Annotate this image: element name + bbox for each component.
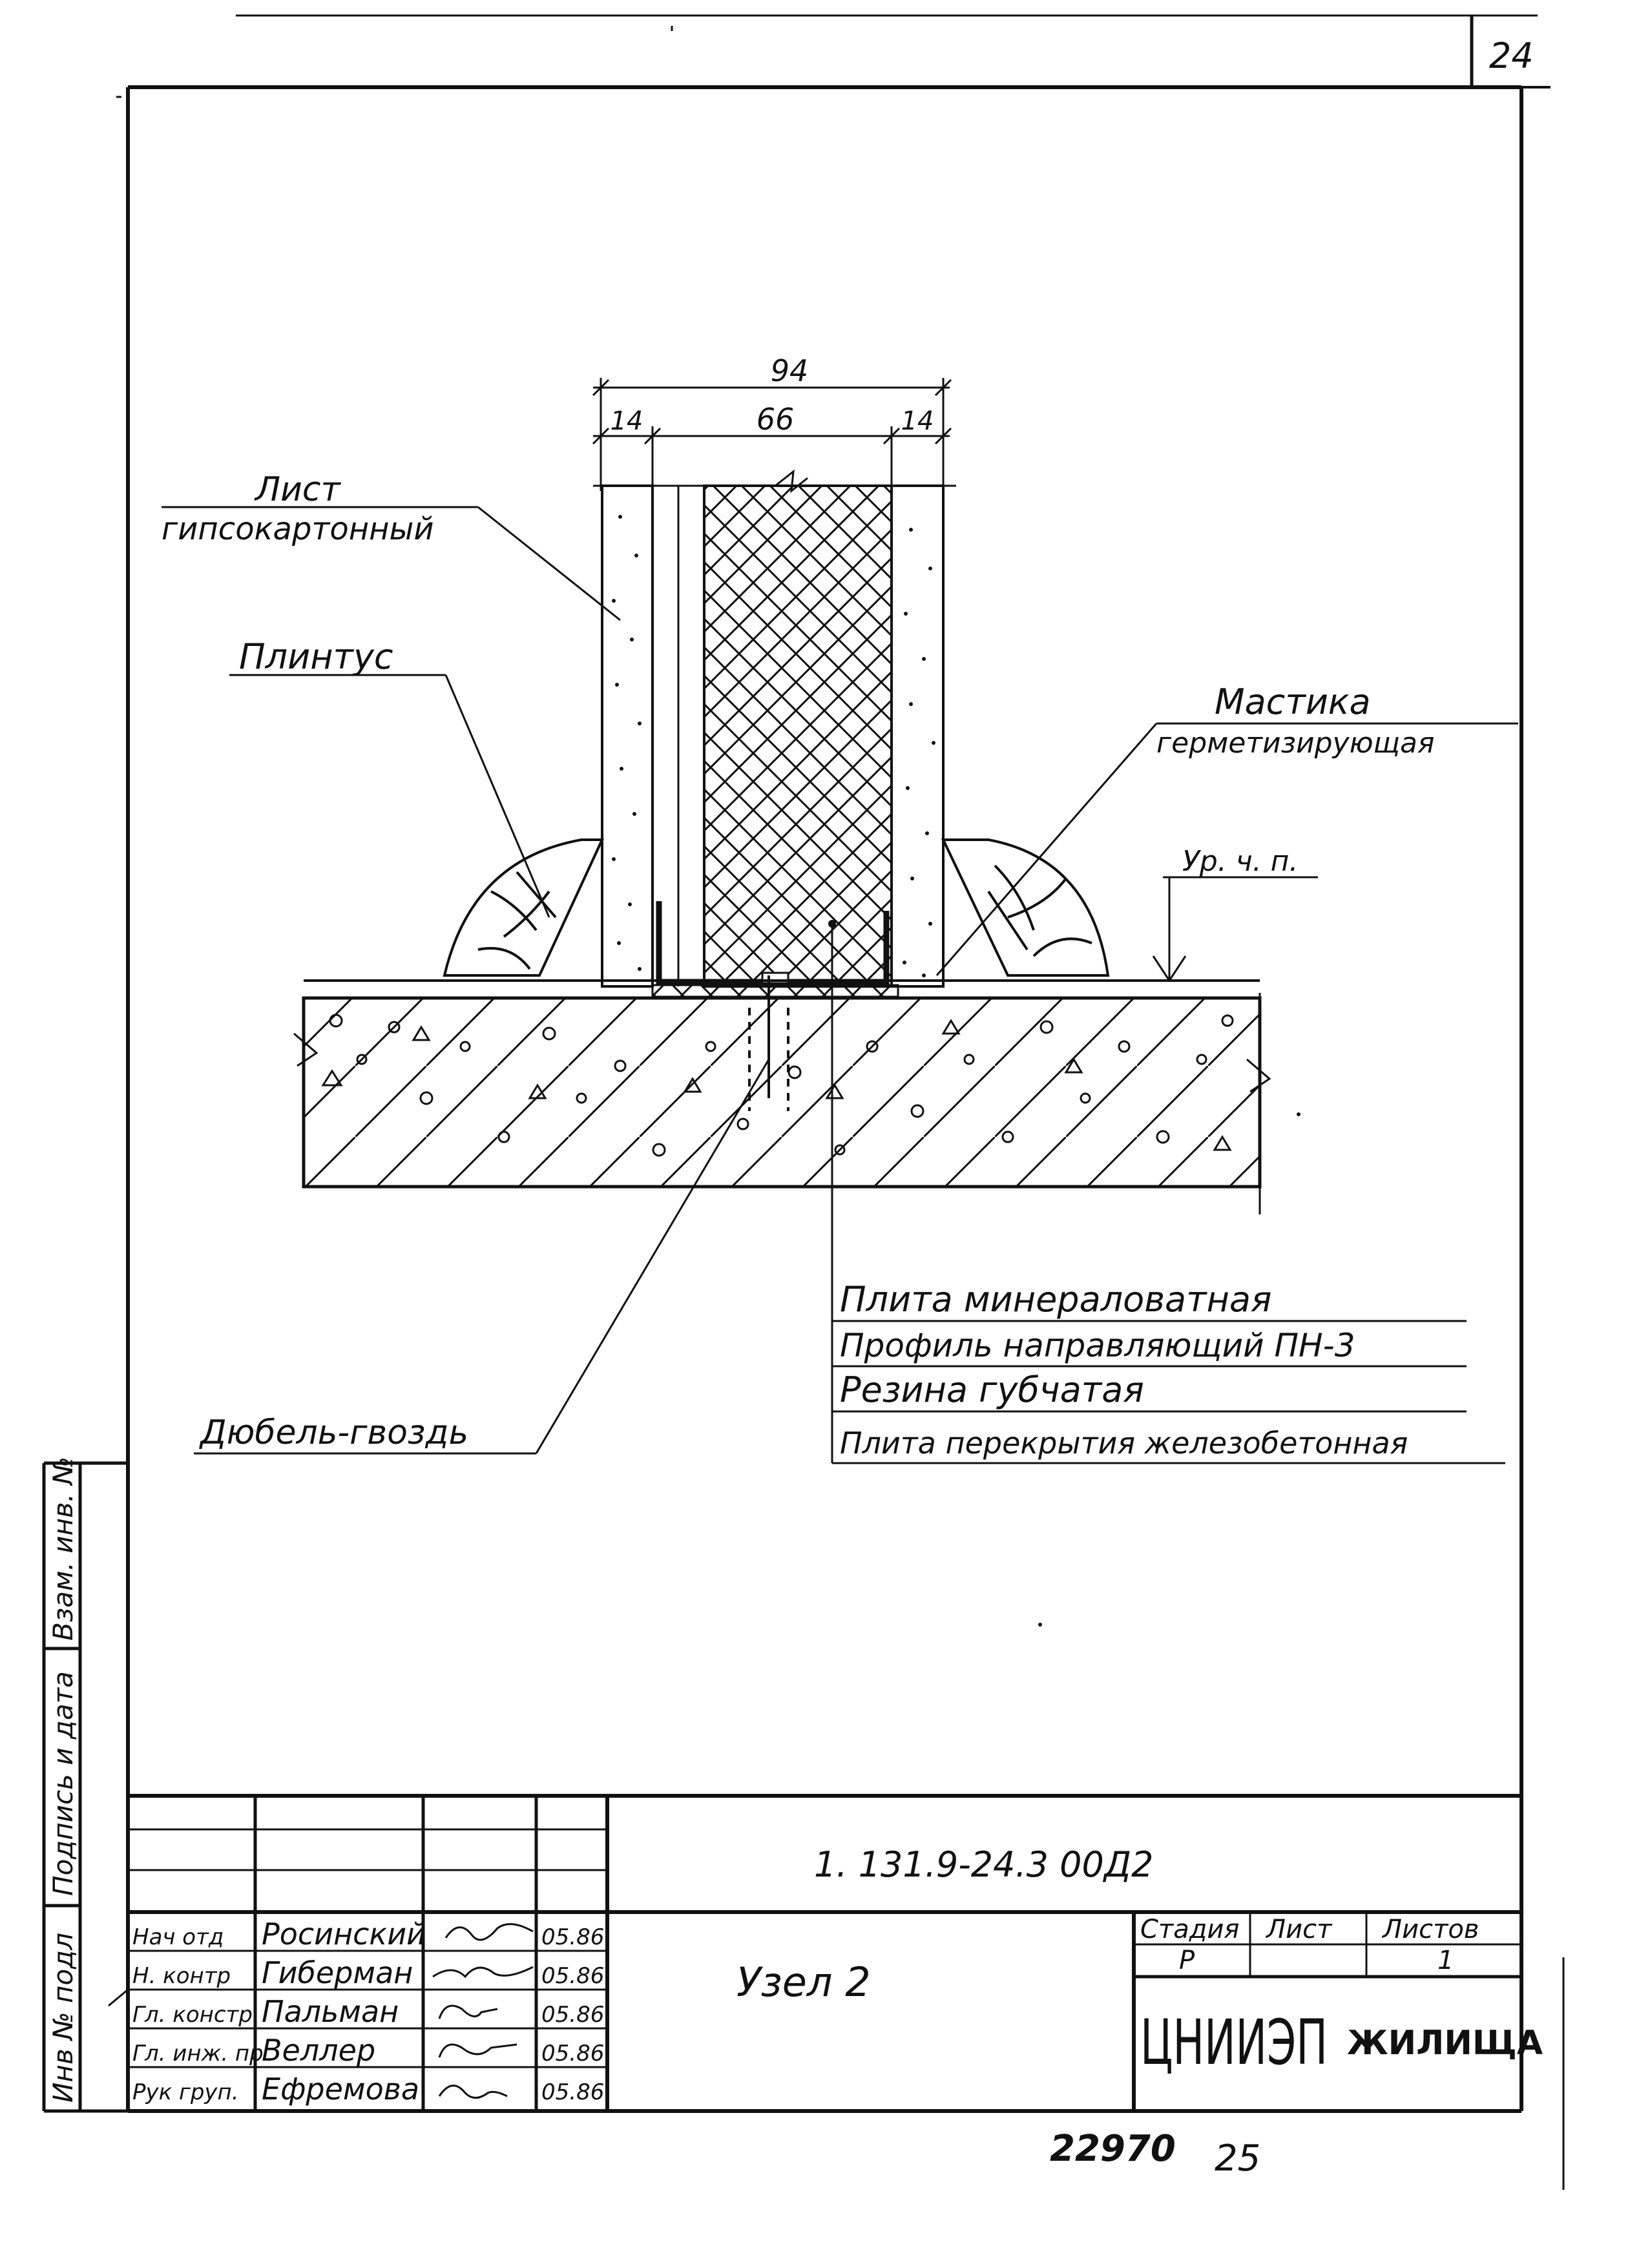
signatures (432, 1923, 534, 2099)
staff-name: Пальман (262, 1994, 399, 2029)
callout-floor-slab: Плита перекрытия железобетонная (840, 1426, 1408, 1461)
title-block (128, 1794, 1521, 2111)
dim-total: 94 (771, 353, 809, 388)
staff-name: Ефремова (262, 2072, 419, 2107)
plinth-left (443, 838, 605, 977)
side-stamp-signature: Подпись и дата (47, 1671, 79, 1896)
sheets-value: 1 (1437, 1946, 1454, 1975)
callout-gypsum-1: Лист (254, 470, 341, 509)
sheet-number: 24 (1489, 36, 1534, 76)
sheet-header: Лист (1265, 1915, 1333, 1944)
staff-name: Гиберман (262, 1955, 413, 1990)
footer-page: 25 (1215, 2138, 1260, 2180)
gypsum-board-right (890, 484, 945, 988)
plinth-right (941, 838, 1110, 977)
mineral-wool-slab (703, 484, 893, 988)
sheet-frame (126, 14, 1565, 2190)
staff-date: 05.86 (541, 1924, 604, 1950)
callout-mastic-2: герметизирующая (1156, 727, 1434, 760)
gypsum-board-left (601, 484, 654, 988)
stage-value: Р (1179, 1946, 1195, 1975)
staff-name: Росинский (262, 1917, 426, 1951)
dim-left: 14 (611, 406, 643, 436)
callout-plinth: Плинтус (239, 636, 393, 677)
document-code: 1. 131.9-24.3 00Д2 (814, 1844, 1153, 1885)
dim-right: 14 (901, 406, 934, 436)
callout-floor-level: Ур. ч. п. (1182, 845, 1298, 878)
side-stamp-inventory: Инв № подл (47, 1933, 79, 2103)
side-stamp-replaced: Взам. инв. № (47, 1457, 79, 1641)
side-stamp (42, 1461, 128, 2113)
callout-dowel-nail: Дюбель-гвоздь (199, 1413, 468, 1452)
staff-date: 05.86 (541, 2041, 604, 2066)
callout-gypsum-2: гипсокартонный (162, 511, 434, 547)
stage-header: Стадия (1140, 1915, 1239, 1944)
drawing-title: Узел 2 (736, 1959, 871, 2006)
callout-mineral-slab: Плита минераловатная (840, 1279, 1271, 1320)
archive-number: 22970 (1050, 2128, 1176, 2170)
staff-date: 05.86 (541, 1963, 604, 1989)
callout-sponge-rubber: Резина губчатая (840, 1369, 1144, 1410)
staff-role: Н. контр (132, 1963, 231, 1989)
staff-date: 05.86 (541, 2079, 604, 2105)
leader-dot (828, 920, 836, 928)
wall-section (601, 469, 945, 998)
concrete-slab (293, 993, 1271, 1214)
staff-role: Гл. инж. пр (132, 2041, 264, 2066)
leader-lines (162, 506, 1518, 1464)
gypsum-stipple (612, 515, 935, 977)
callout-guide-profile: Профиль направляющий ПН-3 (840, 1327, 1355, 1364)
org-sub: ЖИЛИЩА (1347, 2024, 1543, 2063)
org-name: ЦНИИЭП (1140, 2006, 1328, 2079)
sponge-rubber (651, 984, 899, 998)
staff-role: Нач отд (132, 1924, 224, 1950)
callout-mastic-1: Мастика (1215, 681, 1371, 722)
staff-table: Нач отд Росинский 05.86 Н. контр Гиберман 05.… (132, 1917, 604, 2107)
staff-name: Веллер (262, 2033, 375, 2068)
staff-date: 05.86 (541, 2002, 604, 2028)
staff-role: Рук груп. (132, 2079, 239, 2105)
staff-role: Гл. констр (132, 2002, 253, 2028)
dim-middle: 66 (757, 402, 795, 437)
sheets-header: Листов (1381, 1915, 1479, 1944)
